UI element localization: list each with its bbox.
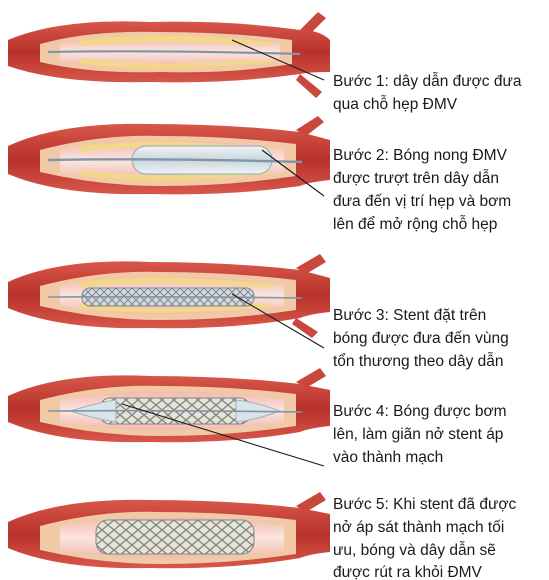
caption-step-4: Bước 4: Bóng được bơm lên, làm giãn nở s…	[333, 403, 511, 466]
caption-step-5: Bước 5: Khi stent đã được nở áp sát thàn…	[333, 496, 521, 580]
vessel-step-4	[8, 368, 330, 442]
caption-step-3: Bước 3: Stent đặt trên bóng được đưa đến…	[333, 307, 513, 370]
deployed-stent	[96, 520, 254, 554]
vessel-step-3	[8, 254, 330, 338]
vessel-step-1	[8, 12, 330, 98]
vessel-step-5	[8, 492, 330, 568]
caption-step-2: Bước 2: Bóng nong ĐMV được trượt trên dâ…	[333, 147, 516, 233]
vessel-step-2	[8, 116, 330, 194]
caption-step-1: Bước 1: dây dẫn được đưa qua chỗ hẹp ĐMV	[333, 73, 526, 113]
